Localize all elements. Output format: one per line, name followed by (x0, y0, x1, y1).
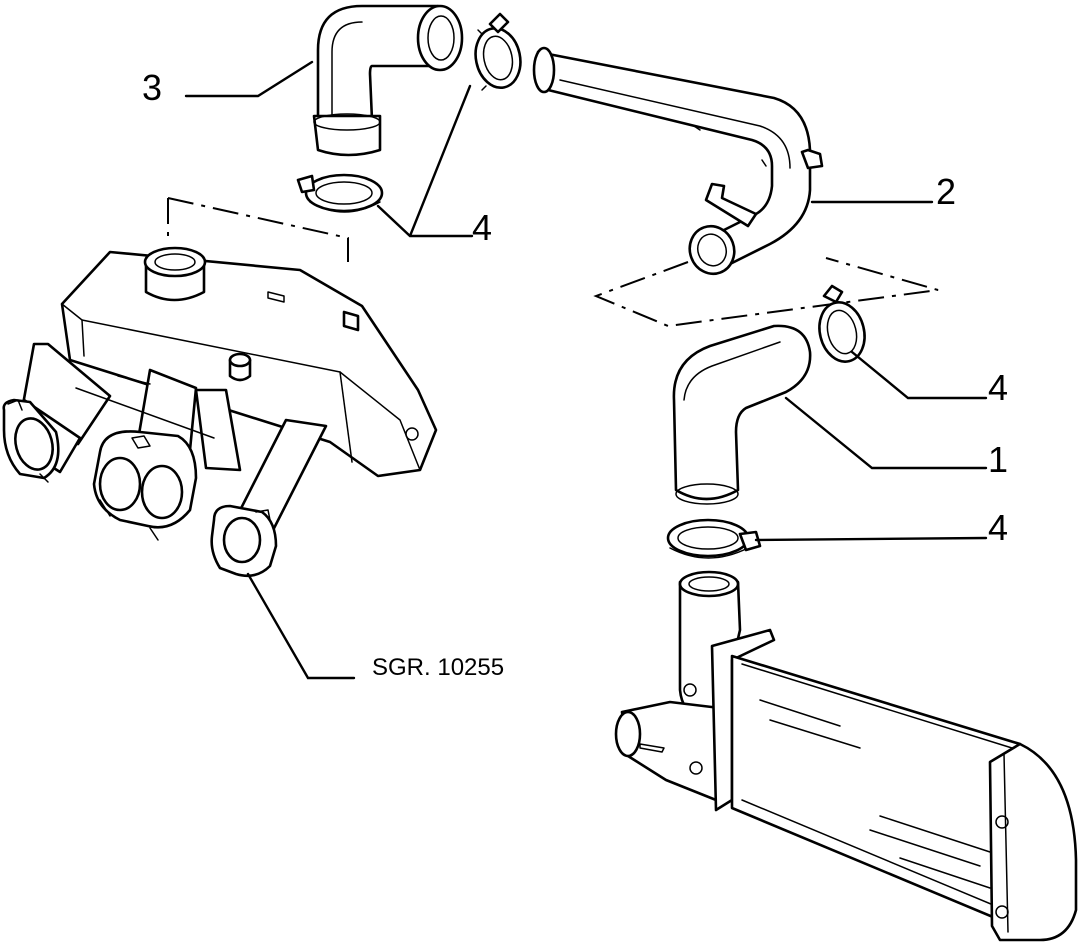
leader-line-4-right-lower (754, 536, 988, 542)
hose-clamp-right-upper (818, 284, 866, 363)
intercooler (614, 570, 1078, 942)
callout-3: 3 (142, 67, 163, 108)
hose-clamp-right-lower (666, 518, 762, 559)
callout-4-top: 4 (472, 207, 493, 248)
elbow-hose-part-1 (672, 324, 812, 505)
hose-clamp-middle (296, 173, 384, 213)
callout-1: 1 (988, 439, 1009, 480)
leader-line-1 (784, 396, 988, 470)
leader-line-3 (184, 60, 314, 98)
callout-4-right-lower: 4 (988, 507, 1009, 548)
alignment-line-pipe (593, 257, 939, 328)
elbow-hose-part-3 (312, 4, 464, 157)
leader-line-4-top (376, 84, 474, 238)
intake-manifold (2, 246, 438, 578)
callout-2: 2 (936, 171, 957, 212)
leader-line-ref (246, 572, 356, 680)
leader-line-4-right-upper (850, 350, 988, 400)
callout-4-right-upper: 4 (988, 367, 1009, 408)
rigid-pipe-part-2 (532, 46, 824, 276)
reference-code: SGR. 10255 (372, 654, 505, 681)
alignment-line-manifold (167, 197, 349, 262)
hose-clamp-top (474, 12, 522, 91)
